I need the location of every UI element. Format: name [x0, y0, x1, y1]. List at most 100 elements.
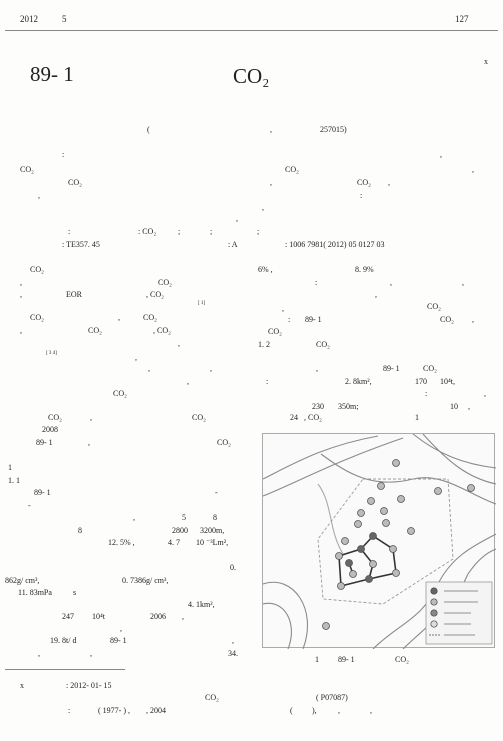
map-legend [425, 581, 493, 645]
body-text-fragment: 89- 1 [34, 488, 51, 497]
document-code: : A [228, 240, 238, 249]
body-text-fragment: 8 [78, 526, 82, 535]
body-text-fragment: , [88, 438, 90, 447]
footnote-fragment: , [338, 706, 340, 715]
body-text-fragment: , [468, 402, 470, 411]
body-text-fragment: CO₂ [30, 313, 44, 322]
body-text-fragment: , [316, 364, 318, 373]
body-text-fragment: , CO₂ [304, 413, 322, 422]
body-text-fragment: 11. 83mPa [18, 588, 52, 597]
abstract-fragment: CO₂ [20, 165, 34, 174]
body-text-fragment: 3200m, [200, 526, 225, 535]
body-text-fragment: 0. [230, 563, 236, 572]
body-text-fragment: , [133, 513, 135, 522]
body-text-fragment: CO₂ [268, 327, 282, 336]
abstract-fragment: CO₂ [357, 178, 371, 187]
footnote-marker: x [484, 57, 488, 66]
body-text-fragment: 89- 1 [110, 636, 127, 645]
received-date: : 2012- 01- 15 [66, 681, 112, 690]
body-text-fragment: , CO₂ [146, 290, 164, 299]
classification-code: : TE357. 45 [62, 240, 100, 249]
body-text-fragment: , [282, 304, 284, 313]
body-text-fragment: , [90, 649, 92, 658]
body-text-fragment: , [118, 313, 120, 322]
header-rule [5, 30, 498, 31]
body-text-fragment: , [187, 377, 189, 386]
body-text-fragment: : [425, 389, 428, 398]
footnote-fragment: ), [312, 706, 317, 715]
body-text-fragment: CO₂ [423, 364, 437, 373]
citation-reference: [ 1] [198, 301, 206, 306]
body-text-fragment: CO₂ [217, 438, 231, 447]
body-text-fragment: 8 [213, 513, 217, 522]
body-text-fragment: CO₂ [143, 313, 157, 322]
footnote-fragment: CO₂ [205, 693, 219, 702]
body-text-fragment: 230 [312, 402, 324, 411]
footnote-marker: x [20, 681, 24, 690]
article-id: : 1006 7981( 2012) 05 0127 03 [285, 240, 385, 249]
abstract-fragment: , [38, 191, 40, 200]
body-text-fragment: 6% , [258, 265, 273, 274]
page-number: 127 [455, 14, 469, 24]
body-text-fragment: 10 ⁻³Lm², [196, 538, 229, 547]
journal-issue: 5 [62, 14, 67, 24]
abstract-fragment: , [270, 178, 272, 187]
body-text-fragment: , CO₂ [153, 326, 171, 335]
body-text-fragment: 5 [182, 513, 186, 522]
body-text-fragment: , [232, 636, 234, 645]
body-text-fragment: , [182, 612, 184, 621]
section-heading-number: 1 [8, 463, 12, 472]
body-text-fragment: 10⁴t [92, 612, 106, 621]
body-text-fragment: : [266, 377, 269, 386]
body-text-fragment: 4. 7 [168, 538, 180, 547]
body-text-fragment: 2800 [172, 526, 188, 535]
body-text-fragment: 8. 9% [355, 265, 374, 274]
journal-year: 2012 [20, 14, 38, 24]
body-text-fragment: 19. 8t/ d [50, 636, 77, 645]
body-text-fragment: , [148, 364, 150, 373]
body-text-fragment: , [38, 649, 40, 658]
project-number: ( P07087) [316, 693, 348, 702]
title-block-number: 89- 1 [30, 62, 74, 86]
subsection-heading-number: 1. 1 [8, 476, 20, 485]
body-text-fragment: CO₂ [158, 278, 172, 287]
keyword-separator: ; [257, 227, 260, 236]
abstract-fragment: CO₂ [68, 178, 82, 187]
abstract-fragment: , [262, 203, 264, 212]
body-text-fragment: 89- 1 [383, 364, 400, 373]
well-location-map-figure [262, 433, 496, 649]
body-text-fragment: , [484, 389, 486, 398]
body-text-fragment: CO₂ [48, 413, 62, 422]
figure-reference: 1 [415, 413, 419, 422]
abstract-fragment: : [62, 150, 65, 159]
body-text-fragment: , [90, 413, 92, 422]
figure-caption-subject: CO₂ [395, 655, 409, 664]
figure-caption-block: 89- 1 [338, 655, 355, 664]
affiliation-fragment: ( [147, 125, 150, 134]
keywords-label: : [68, 227, 71, 236]
body-text-fragment: - [28, 501, 31, 510]
body-text-fragment: , [462, 278, 464, 287]
keyword-separator: ; [178, 227, 181, 236]
body-text-fragment: 10⁴t, [440, 377, 456, 386]
body-text-fragment: , [20, 290, 22, 299]
body-text-fragment: CO₂ [88, 326, 102, 335]
body-text-fragment: , [20, 278, 22, 287]
body-text-fragment: 2008 [42, 425, 58, 434]
body-text-fragment: EOR [66, 290, 82, 299]
abstract-fragment: : [360, 191, 363, 200]
body-text-fragment: 89- 1 [305, 315, 322, 324]
body-text-fragment: , [375, 290, 377, 299]
body-text-fragment: CO₂ [192, 413, 206, 422]
body-text-fragment: 350m; [338, 402, 359, 411]
body-text-fragment: : [288, 315, 291, 324]
author-birth-year: ( 1977- ) , [98, 706, 130, 715]
body-text-fragment: , [390, 278, 392, 287]
abstract-fragment: , [472, 165, 474, 174]
body-text-fragment: CO₂ [427, 302, 441, 311]
title-subject: CO₂ [233, 64, 270, 88]
affiliation-fragment: , [270, 125, 272, 134]
footnote-rule [5, 669, 125, 670]
body-text-fragment: : [315, 278, 318, 287]
body-text-fragment: 4. 1km², [188, 600, 215, 609]
